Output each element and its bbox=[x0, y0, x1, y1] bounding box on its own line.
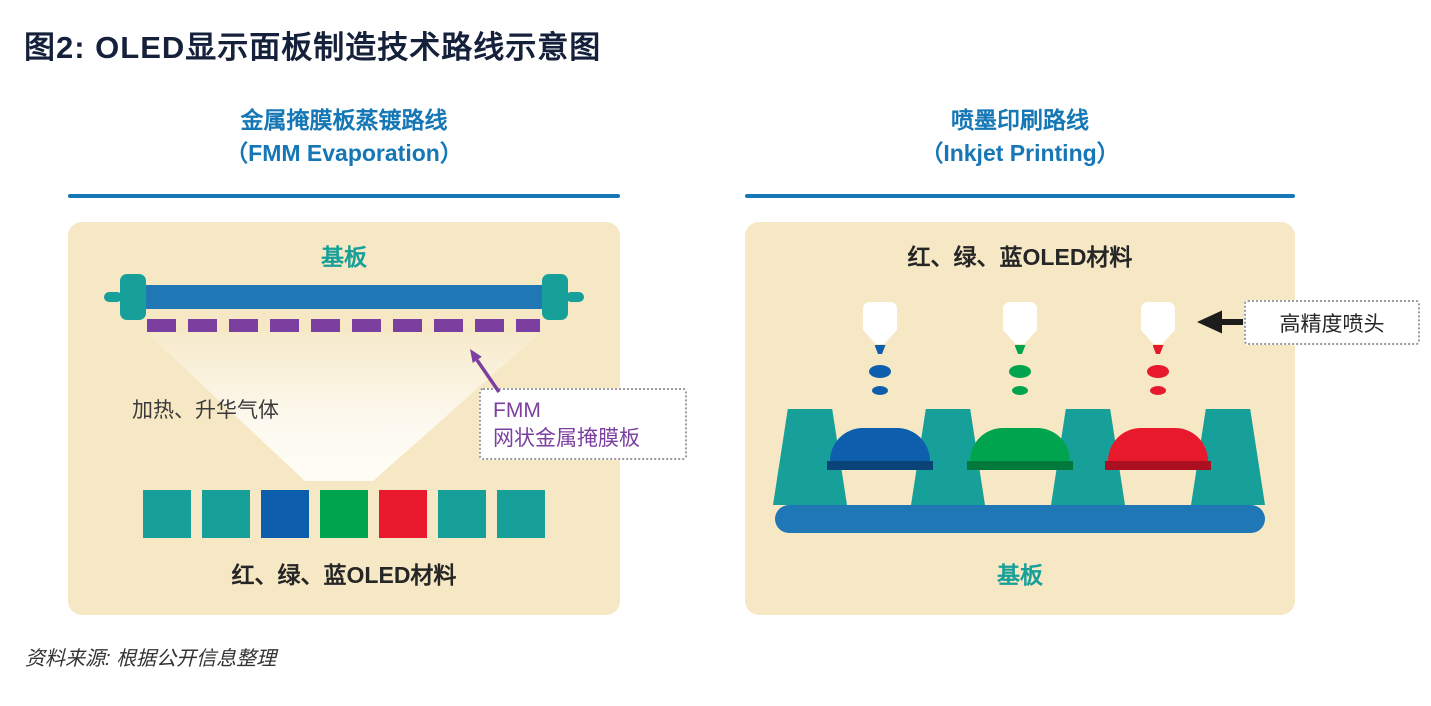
ink-drop bbox=[872, 386, 888, 395]
fmm-substrate-label: 基板 bbox=[321, 244, 367, 270]
inkjet-route-title-en: （Inkjet Printing） bbox=[920, 140, 1120, 167]
ink-drop bbox=[1150, 386, 1166, 395]
fmm-header-rule bbox=[68, 194, 620, 198]
ink-drop bbox=[1012, 386, 1028, 395]
oled-material-square-teal bbox=[438, 490, 486, 538]
fmm-callout-line1: FMM bbox=[493, 399, 541, 422]
nozzle-funnel bbox=[863, 330, 897, 344]
roller-axle-left bbox=[104, 292, 122, 302]
fmm-route-title-cn: 金属掩膜板蒸镀路线 bbox=[240, 107, 448, 133]
substrate-bar bbox=[140, 285, 547, 309]
roller-axle-right bbox=[566, 292, 584, 302]
oled-material-square-teal bbox=[497, 490, 545, 538]
figure-title: 图2: OLED显示面板制造技术路线示意图 bbox=[24, 30, 602, 65]
fmm-route-header: 金属掩膜板蒸镀路线 （FMM Evaporation） bbox=[68, 104, 620, 171]
inkjet-header-rule bbox=[745, 194, 1295, 198]
inkjet-nozzle-blue bbox=[860, 302, 900, 395]
ink-dome-blue bbox=[827, 428, 933, 470]
inkjet-substrate-label: 基板 bbox=[997, 562, 1043, 588]
ink-dome-cap bbox=[830, 428, 930, 461]
inkjet-nozzle-red bbox=[1138, 302, 1178, 395]
oled-material-square-teal bbox=[202, 490, 250, 538]
gas-label: 加热、升华气体 bbox=[132, 399, 279, 422]
inkjet-nozzle-green bbox=[1000, 302, 1040, 395]
nozzle-callout-box: 高精度喷头 bbox=[1244, 300, 1420, 345]
ink-dome-base bbox=[1105, 461, 1211, 470]
nozzle-tip bbox=[1152, 345, 1164, 354]
nozzle-tip bbox=[874, 345, 886, 354]
source-note: 资料来源: 根据公开信息整理 bbox=[25, 648, 277, 670]
inkjet-materials-label: 红、绿、蓝OLED材料 bbox=[907, 244, 1133, 270]
oled-material-square-teal bbox=[143, 490, 191, 538]
ink-drop bbox=[1147, 365, 1169, 378]
ink-dome-base bbox=[827, 461, 933, 470]
nozzle-callout-label: 高精度喷头 bbox=[1279, 312, 1385, 336]
inkjet-panel: 红、绿、蓝OLED材料 基板 bbox=[745, 222, 1295, 615]
oled-material-square-green bbox=[320, 490, 368, 538]
ink-drop bbox=[869, 365, 891, 378]
fmm-route-title-en: （FMM Evaporation） bbox=[225, 140, 463, 167]
ink-drop bbox=[1009, 365, 1031, 378]
ink-dome-base bbox=[967, 461, 1073, 470]
nozzle-body bbox=[1003, 302, 1037, 330]
fmm-materials-label: 红、绿、蓝OLED材料 bbox=[231, 562, 457, 588]
inkjet-route-header: 喷墨印刷路线 （Inkjet Printing） bbox=[745, 104, 1295, 171]
nozzle-funnel bbox=[1003, 330, 1037, 344]
oled-material-squares-row bbox=[143, 490, 545, 538]
ink-dome-red bbox=[1105, 428, 1211, 470]
nozzle-body bbox=[863, 302, 897, 330]
nozzle-tip bbox=[1014, 345, 1026, 354]
ink-dome-cap bbox=[970, 428, 1070, 461]
oled-material-square-blue bbox=[261, 490, 309, 538]
oled-material-square-red bbox=[379, 490, 427, 538]
nozzle-body bbox=[1141, 302, 1175, 330]
ink-dome-green bbox=[967, 428, 1073, 470]
ink-dome-cap bbox=[1108, 428, 1208, 461]
inkjet-route-title-cn: 喷墨印刷路线 bbox=[951, 107, 1089, 133]
fmm-mask-dashes bbox=[147, 319, 540, 332]
nozzle-funnel bbox=[1141, 330, 1175, 344]
roller-cap-left bbox=[120, 274, 146, 320]
inkjet-substrate-bar bbox=[775, 505, 1265, 533]
fmm-callout-box: FMM 网状金属掩膜板 bbox=[479, 388, 687, 460]
fmm-callout-line2: 网状金属掩膜板 bbox=[493, 427, 640, 451]
roller-cap-right bbox=[542, 274, 568, 320]
